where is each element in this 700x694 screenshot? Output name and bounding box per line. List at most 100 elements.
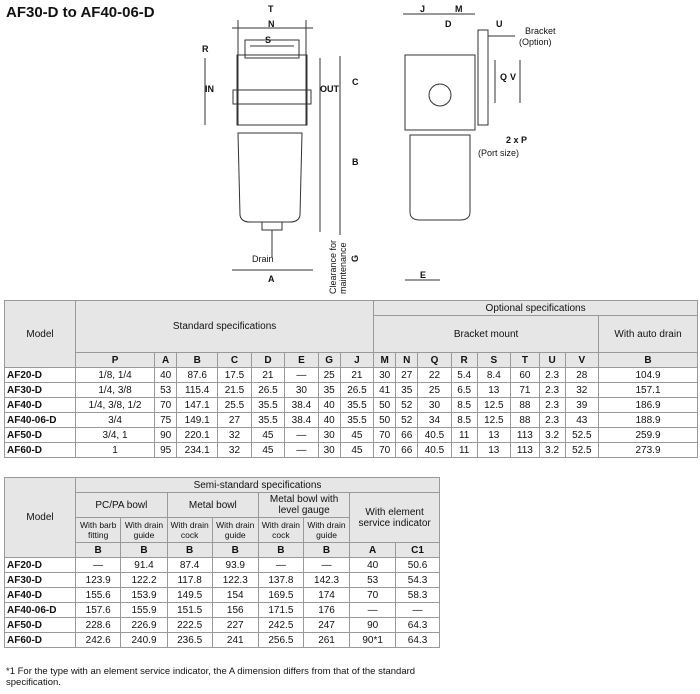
dim-N: N [268,19,275,29]
table-cell: 27 [217,412,252,428]
footnote: *1 For the type with an element service … [6,666,416,688]
table-cell: 156 [211,602,259,618]
table-cell: 87.6 [176,367,219,383]
table-cell: 45 [339,427,375,443]
table-cell: 52.5 [564,427,600,443]
table-cell: 30 [417,397,452,413]
column-header: T [510,352,540,368]
table-cell: 21.5 [217,382,252,398]
pcpa-header: PC/PA bowl [75,492,168,518]
dim-R: R [202,44,209,54]
table-cell: 32 [217,427,252,443]
table-cell: 115.4 [176,382,219,398]
bracket-header: Bracket mount [373,315,600,353]
table-cell: 149.5 [166,587,213,603]
table-cell: 70 [349,587,397,603]
table-cell: 122.2 [120,572,168,588]
model-cell: AF50-D [4,427,76,443]
column-header: D [250,352,286,368]
column-header: B [176,352,219,368]
table-cell: 11 [450,442,478,458]
table-cell: 169.5 [257,587,304,603]
table-cell: 123.9 [74,572,122,588]
column-header: E [284,352,319,368]
table-cell: 122.3 [211,572,259,588]
table-cell: 66 [395,442,419,458]
table-cell: 113 [510,442,540,458]
table-cell: 39 [564,397,600,413]
dim-D: D [445,19,452,29]
table-cell: 113 [510,427,540,443]
table-cell: 30 [317,427,341,443]
table-cell: 22 [417,367,452,383]
table-cell: 142.3 [302,572,351,588]
table-cell: 13 [476,382,512,398]
table-cell: 28 [564,367,600,383]
table-cell: 220.1 [176,427,219,443]
table-cell: 40.5 [417,427,452,443]
metal-level-header: Metal bowl with level gauge [257,492,351,518]
table-cell: — [349,602,397,618]
table-cell: 228.6 [74,617,122,633]
column-header: V [564,352,600,368]
table-cell: 91.4 [120,557,168,573]
table-cell: 236.5 [166,632,213,648]
model-cell: AF60-D [4,442,76,458]
column-header: J [339,352,375,368]
model-cell: AF40-D [4,397,76,413]
dim-M: M [455,4,463,14]
table-cell: 226.9 [120,617,168,633]
column-header: C1 [395,542,440,558]
subheader-cell: With drain guide [211,517,259,543]
dim-J: J [420,4,425,14]
table-cell: 64.3 [395,632,440,648]
optional-header: Optional specifications [373,300,698,316]
column-header: G [317,352,341,368]
table-cell: 155.9 [120,602,168,618]
table-cell: 52 [395,412,419,428]
table-cell: 259.9 [598,427,698,443]
table-cell: 117.8 [166,572,213,588]
table-cell: 45 [339,442,375,458]
auto-drain-header: With auto drain [598,315,698,353]
table-cell: 1/8, 1/4 [74,367,156,383]
ports-label: 2 x P [506,135,527,145]
table-cell: 157.1 [598,382,698,398]
table-cell: 12.5 [476,412,512,428]
table-cell: 50 [373,412,397,428]
subheader-cell: With barb fitting [74,517,122,543]
column-header: N [395,352,419,368]
table-cell: 17.5 [217,367,252,383]
table-cell: 70 [373,427,397,443]
table-cell: 87.4 [166,557,213,573]
table-cell: 247 [302,617,351,633]
table-cell: 40 [349,557,397,573]
column-header: M [373,352,397,368]
table-cell: 40 [317,397,341,413]
table-cell: 75 [154,412,178,428]
dim-B: B [352,157,359,167]
table-cell: 227 [211,617,259,633]
table-cell: — [284,367,319,383]
table-cell: 35.5 [250,412,286,428]
table-cell: 155.6 [74,587,122,603]
table-cell: 52 [395,397,419,413]
table-cell: 25 [317,367,341,383]
column-header: C [217,352,252,368]
table-cell: 176 [302,602,351,618]
standard-header: Standard specifications [74,300,375,353]
table-cell: 151.5 [166,602,213,618]
model-cell: AF40-D [4,587,76,603]
table-cell: 35.5 [339,412,375,428]
model-cell: AF60-D [4,632,76,648]
table-cell: 30 [284,382,319,398]
port-out: OUT [320,84,340,94]
model-header-2: Model [4,477,76,558]
table-cell: 2.3 [538,397,566,413]
table-cell: 25.5 [217,397,252,413]
column-header: B [302,542,351,558]
